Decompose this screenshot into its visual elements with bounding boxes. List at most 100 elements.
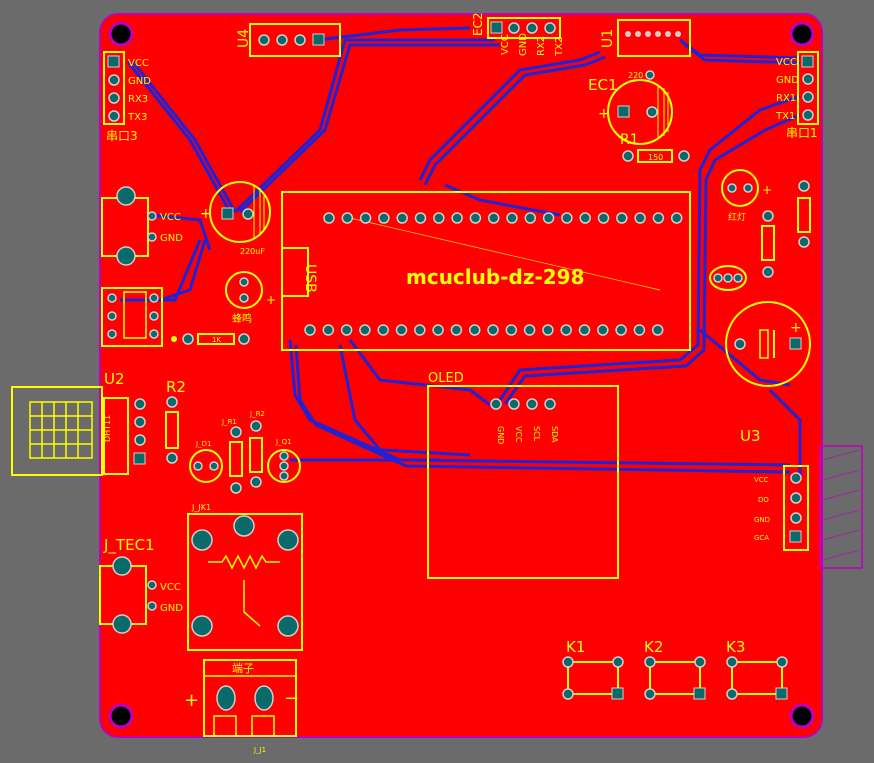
led-red bbox=[721, 169, 759, 207]
mcu-pin-pad bbox=[615, 324, 627, 336]
ec2-vcc: VCC bbox=[500, 34, 511, 55]
ec1-capacitor bbox=[607, 79, 673, 145]
svg-text:+: + bbox=[266, 293, 276, 307]
u2-header bbox=[103, 397, 129, 475]
mcu-pin-pad bbox=[396, 212, 408, 224]
key-k3[interactable]: K3 bbox=[726, 638, 788, 700]
u3-header bbox=[783, 465, 809, 551]
svg-text:+: + bbox=[762, 183, 772, 197]
svg-text:−: − bbox=[284, 688, 299, 709]
mcu-pin-pad bbox=[579, 212, 591, 224]
svg-text:K3: K3 bbox=[726, 638, 745, 656]
terminal-label: 端子 bbox=[232, 662, 254, 675]
mcu-pin-pad bbox=[378, 212, 390, 224]
power-vcc: VCC bbox=[160, 212, 181, 223]
mcu-pin-pad bbox=[414, 212, 427, 224]
uart1-gnd: GND bbox=[776, 75, 799, 86]
svg-text:GND: GND bbox=[754, 516, 770, 524]
mcu-pin-pad bbox=[542, 324, 554, 336]
svg-text:K1: K1 bbox=[566, 638, 585, 656]
mcu-pin-pad bbox=[451, 212, 463, 224]
mounting-holes bbox=[108, 21, 815, 729]
mcu-pin-pad bbox=[487, 212, 500, 224]
usb-port bbox=[281, 247, 309, 297]
uart1-vcc: VCC bbox=[776, 57, 797, 68]
oled-module bbox=[427, 385, 619, 579]
ec2-rx2: RX2 bbox=[536, 36, 547, 56]
u4-pads bbox=[258, 33, 325, 46]
r2-resistor bbox=[165, 411, 179, 449]
mcu-pin-pad bbox=[651, 324, 664, 336]
buzzer bbox=[225, 271, 263, 309]
mcu-pin-pad bbox=[670, 212, 683, 224]
r2-label: R2 bbox=[166, 378, 186, 396]
svg-text:GCA: GCA bbox=[754, 534, 769, 542]
cap-large bbox=[725, 301, 811, 387]
mcu-bottom-pads bbox=[304, 324, 664, 336]
ec2-gnd: GND bbox=[518, 33, 529, 56]
svg-text:J_Q1: J_Q1 bbox=[275, 438, 292, 446]
ec2-tx2: TX2 bbox=[554, 37, 565, 57]
dht-label: DHT11 bbox=[103, 415, 112, 442]
mcu-pin-pad bbox=[304, 324, 316, 336]
u4-header bbox=[249, 23, 341, 57]
svg-text:GND: GND bbox=[496, 426, 505, 444]
j-d1 bbox=[189, 449, 223, 483]
uart3-pads bbox=[107, 55, 120, 122]
buzzer-label: 蜂鸣 bbox=[232, 312, 252, 325]
mcu-pin-pad bbox=[341, 212, 354, 224]
uart3-label: 串口3 bbox=[106, 129, 138, 143]
uart3-vcc: VCC bbox=[128, 58, 149, 69]
svg-text:GND: GND bbox=[160, 603, 183, 614]
key-k2[interactable]: K2 bbox=[644, 638, 706, 700]
mcu-pin-pad bbox=[359, 324, 371, 336]
transistor bbox=[709, 265, 747, 291]
ec1-value: 220 bbox=[628, 71, 643, 80]
uart1-label: 串口1 bbox=[786, 126, 818, 140]
mcu-pin-pad bbox=[542, 212, 555, 224]
u3-keepout bbox=[819, 445, 863, 569]
svg-text:+: + bbox=[184, 690, 199, 711]
ec2-header bbox=[487, 17, 561, 39]
led-label: 红灯 bbox=[728, 211, 746, 223]
ec2-pads bbox=[490, 21, 556, 34]
mcu-pin-pad bbox=[505, 324, 518, 336]
svg-text:DO: DO bbox=[758, 496, 769, 504]
usb-label: USB bbox=[302, 264, 318, 293]
svg-text:+: + bbox=[790, 320, 802, 336]
mcu-pin-pad bbox=[468, 324, 481, 336]
dht-grid bbox=[29, 401, 93, 459]
mcu-pin-pad bbox=[469, 212, 482, 224]
mcu-pin-pad bbox=[323, 212, 335, 224]
j-d1-label: J_D1 bbox=[195, 440, 211, 448]
mcu-pin-pad bbox=[322, 324, 335, 336]
pcb-board bbox=[99, 13, 823, 738]
mcu-pin-pad bbox=[524, 212, 537, 224]
j-q1 bbox=[267, 449, 301, 483]
uart1-header bbox=[797, 51, 819, 125]
dht-sensor-body bbox=[11, 386, 103, 476]
svg-text:J_R1: J_R1 bbox=[221, 418, 237, 426]
svg-text:VCC: VCC bbox=[160, 582, 181, 593]
key-k1[interactable]: K1 bbox=[562, 638, 624, 700]
uart1-tx1: TX1 bbox=[775, 111, 795, 122]
r-led-1 bbox=[797, 197, 811, 233]
svg-text:VCC: VCC bbox=[514, 426, 523, 443]
r1-value: 150 bbox=[648, 153, 663, 162]
power-gnd: GND bbox=[160, 233, 183, 244]
ec1-label: EC1 bbox=[588, 76, 618, 94]
ec2-label: EC2 bbox=[471, 12, 485, 36]
mcu-pin-pad bbox=[432, 324, 444, 336]
j-r1 bbox=[229, 441, 243, 477]
svg-text:1K: 1K bbox=[212, 336, 221, 344]
mcu-pin-pad bbox=[597, 324, 609, 336]
mcu-pin-pad bbox=[652, 212, 665, 224]
u1-label: U1 bbox=[600, 29, 616, 48]
u1-module bbox=[617, 19, 691, 57]
u3-label: U3 bbox=[740, 427, 761, 445]
mcu-top-pads bbox=[323, 212, 683, 224]
mcu-pin-pad bbox=[634, 212, 646, 224]
ec1-plus: + bbox=[598, 106, 610, 122]
uart3-gnd: GND bbox=[128, 76, 151, 87]
